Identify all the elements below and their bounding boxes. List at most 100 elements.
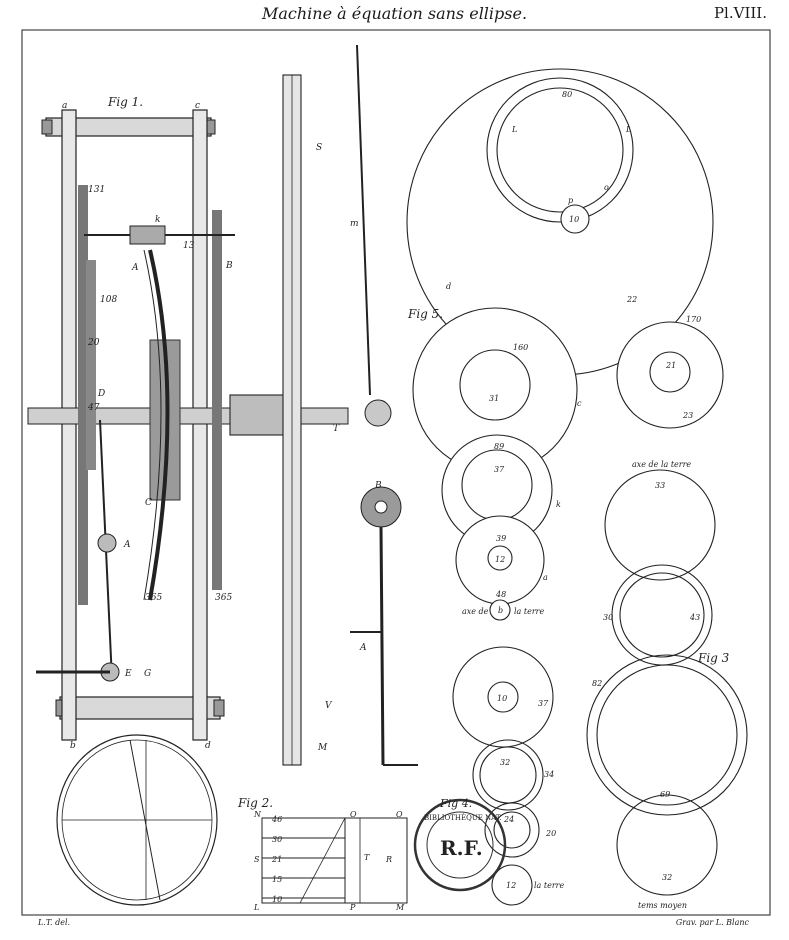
fig5-wheels (406, 68, 724, 621)
label-fig5_labels-axe: axe de (462, 607, 489, 616)
fig2-label: Fig 2. (237, 796, 273, 810)
pinion-12 (487, 545, 513, 571)
earth-axis (489, 599, 511, 621)
label-20: 20 (87, 338, 100, 348)
stamp-text: BIBLIOTHÈQUE NAT. (424, 813, 502, 822)
label-fig3_labels-w69: 69 (660, 790, 670, 799)
label-fig3_labels-w32: 32 (662, 873, 672, 882)
wheel-82-outer (586, 654, 748, 816)
label-fig2_labels-O2: O (396, 810, 403, 819)
pinion-21 (649, 351, 691, 393)
pendulum-rod (356, 44, 371, 396)
label-b: b (70, 741, 76, 751)
label-a: a (62, 101, 67, 111)
label-c: c (195, 101, 200, 111)
label-108: 108 (100, 295, 117, 305)
label-fig2_labels-M: M (395, 903, 405, 912)
wheel-12 (491, 864, 533, 906)
label-fig5_labels-terre: la terre (514, 607, 544, 616)
wheel-80-inner (496, 87, 624, 213)
fig2-diagram (261, 817, 408, 904)
label-fig3_labels-w30: 30 (603, 613, 613, 622)
label-13: 13 (183, 241, 195, 251)
label-A3: A (359, 643, 367, 653)
label-fig3_labels-axe: axe de la terre (632, 460, 691, 469)
label-fig4_labels-w12: 12 (506, 881, 516, 890)
label-fig2_labels-S: S (254, 855, 260, 864)
label-fig5_labels-a: a (543, 573, 548, 582)
label-fig5_labels-d: d (446, 282, 451, 291)
label-fig5_labels-L2: L (625, 125, 631, 134)
label-fig5_labels-w39: 39 (496, 534, 506, 543)
wheel-32 (616, 794, 718, 896)
label-V: V (325, 701, 333, 711)
equation-cam (148, 249, 170, 601)
label-d: d (205, 741, 211, 751)
label-fig5_labels-b: b (498, 606, 503, 615)
label-fig5_labels-w31: 31 (489, 394, 499, 403)
footer-right: Grav. par L. Blanc (675, 918, 749, 927)
label-k: k (155, 215, 160, 225)
label-fig2_labels-O1: O (350, 810, 357, 819)
wheel-80-outer (486, 77, 634, 223)
wheel-23 (616, 321, 724, 429)
plate-number: Pl.VIII. (713, 4, 767, 22)
label-B: B (225, 261, 233, 271)
label-fig2_labels-n46: 46 (271, 815, 282, 824)
label-S: S (316, 143, 322, 153)
label-fig3_labels-w82: 82 (592, 679, 602, 688)
wheel-34-outer (472, 739, 544, 811)
label-fig4_labels-w20: 20 (545, 829, 556, 838)
fig1-label: Fig 1. (107, 95, 143, 109)
pendulum-bob (364, 399, 392, 427)
label-fig4_labels-w34: 34 (544, 770, 554, 779)
left-wheel-edge (78, 185, 88, 605)
lever-pivot (97, 533, 117, 553)
pinion-31 (459, 349, 531, 421)
label-C: C (145, 498, 152, 508)
fig3-numbers: axe de la terre 33 30 43 82 69 32 tems m… (592, 460, 700, 910)
label-m: m (350, 219, 359, 229)
wheel-20 (484, 802, 540, 858)
label-fig2_labels-T: T (364, 853, 370, 862)
dial-ellipse (56, 734, 218, 906)
wheel-33 (604, 469, 716, 581)
label-fig5_labels-c: c (577, 399, 582, 408)
pinion-10b (487, 681, 519, 713)
fig5-numbers: 80 L L p 10 o d 22 170 160 31 c 21 23 89… (446, 90, 701, 616)
fig3-label: Fig 3 (697, 651, 730, 665)
label-fig2_labels-P: P (349, 903, 356, 912)
label-fig5_labels-k: k (556, 500, 561, 509)
pinion-24 (493, 811, 531, 849)
fig1-letters: a c b d k A B 13 131 108 20 47 D C 365 3… (62, 101, 382, 753)
label-fig2_labels-L: L (253, 903, 259, 912)
label-fig5_labels-w12: 12 (495, 555, 505, 564)
barrel (229, 394, 291, 436)
label-fig5_labels-w10: 10 (569, 215, 579, 224)
wheel-43 (619, 572, 705, 658)
label-fig4_labels-terre: la terre (534, 881, 564, 890)
wheel-82-inner (596, 664, 738, 806)
label-A2: A (123, 540, 131, 550)
fig5-label: Fig 5. (407, 307, 443, 321)
label-fig4_labels-w24: 24 (503, 815, 514, 824)
label-fig5_labels-w48: 48 (495, 590, 506, 599)
fig4-wheels (452, 646, 554, 906)
label-365b: 365 (215, 593, 232, 603)
fig2-letters: N O O S T R L P M 46 30 21 15 10 (253, 810, 405, 912)
label-fig2_labels-N: N (253, 810, 262, 819)
label-fig5_labels-p: p (568, 196, 573, 205)
pinion-10 (560, 204, 590, 234)
right-wheel-edge (212, 210, 222, 590)
label-E: E (124, 669, 132, 679)
label-fig5_labels-w80: 80 (562, 90, 572, 99)
label-fig4_labels-w37: 37 (538, 699, 549, 708)
label-fig5_labels-o: o (604, 183, 609, 192)
label-47: 47 (87, 403, 100, 413)
footer-left: L.T. del. (38, 918, 71, 927)
label-fig5_labels-L1: L (511, 125, 517, 134)
fig1-movement (27, 44, 418, 766)
label-fig3_labels-w43: 43 (689, 613, 700, 622)
label-fig2_labels-R: R (385, 855, 392, 864)
